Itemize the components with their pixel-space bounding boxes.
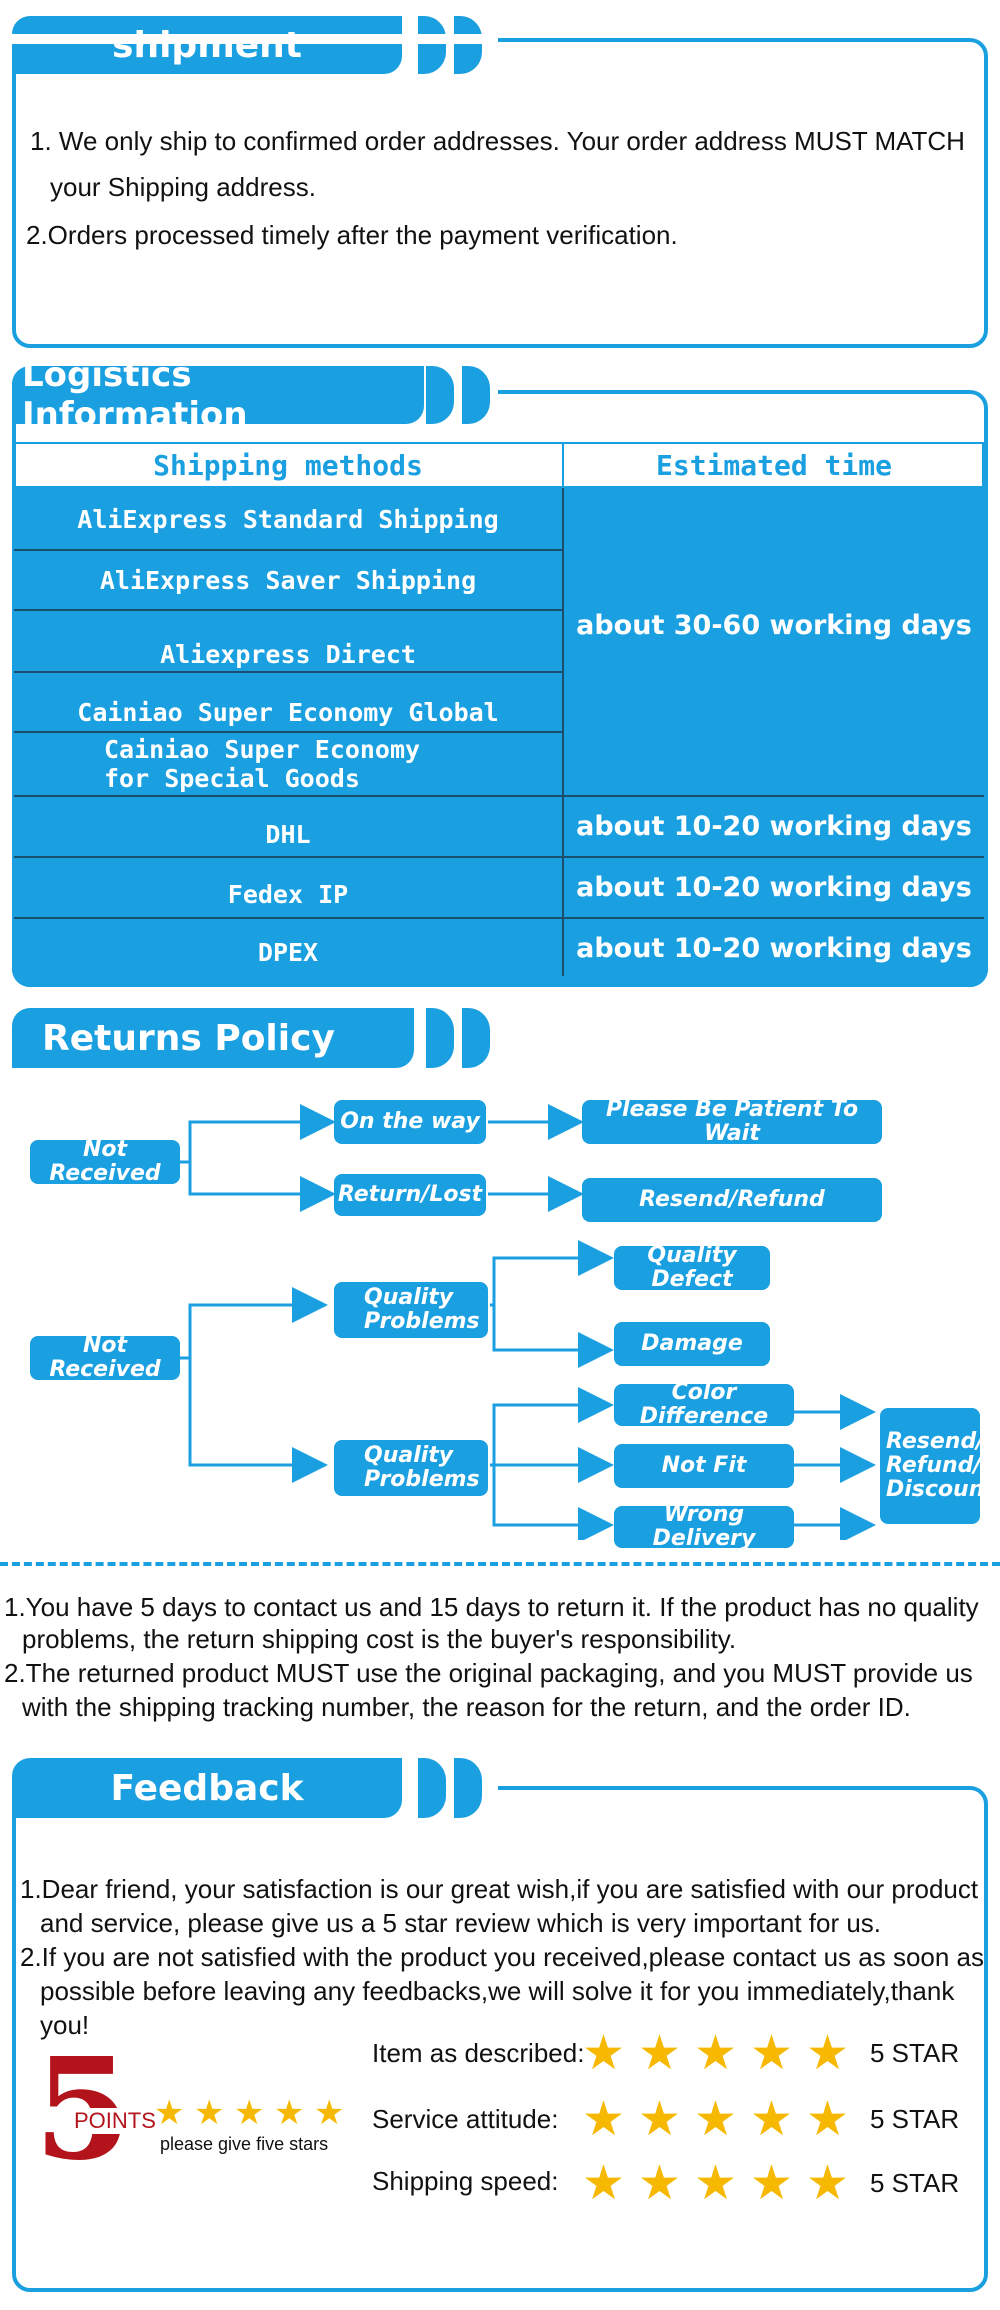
method-aliexpress-saver: AliExpress Saver Shipping <box>99 565 477 595</box>
resend-refund-box: Resend/Refund <box>582 1178 882 1222</box>
wrong-delivery-box: Wrong Delivery <box>614 1503 794 1551</box>
small-star-icon: ★ <box>234 2094 265 2132</box>
star-icon: ★ <box>750 2093 794 2146</box>
logistics-header-row <box>14 442 984 488</box>
star-icon: ★ <box>694 2093 738 2146</box>
shipment-tab-pill-2 <box>454 16 482 74</box>
logistics-table-bg <box>12 488 988 987</box>
dashed-divider <box>0 1562 1000 1566</box>
not-received-box-2: Not Received <box>30 1334 180 1382</box>
star-icon: ★ <box>582 2093 626 2146</box>
shipment-tab-pill-1 <box>418 16 446 74</box>
small-star-icon: ★ <box>194 2094 225 2132</box>
patient-box: Please Be Patient To Wait <box>582 1098 882 1146</box>
star-icon: ★ <box>750 2027 794 2080</box>
small-star-icon: ★ <box>314 2094 345 2132</box>
header-shipping-methods: Shipping methods <box>153 448 423 482</box>
feedback-frame <box>12 1786 988 2292</box>
star-icon: ★ <box>638 2093 682 2146</box>
returns-note-2b: with the shipping tracking number, the r… <box>22 1692 911 1722</box>
logistics-tab-pill-1 <box>426 366 454 424</box>
return-lost-box: Return/Lost <box>334 1174 486 1216</box>
row-divider <box>14 795 984 797</box>
rating-row-value: 5 STAR <box>870 2104 960 2134</box>
not-fit-box: Not Fit <box>614 1444 794 1488</box>
time-dhl: about 10-20 working days <box>576 811 972 842</box>
star-icon: ★ <box>582 2157 626 2210</box>
time-dpex: about 10-20 working days <box>576 933 972 964</box>
star-icon: ★ <box>638 2027 682 2080</box>
shipment-top-mask <box>12 34 498 44</box>
feedback-tab-pill-2 <box>454 1758 482 1818</box>
row-divider <box>14 549 562 551</box>
method-cainiao-global: Cainiao Super Economy Global <box>77 697 499 727</box>
feedback-p2b: possible before leaving any feedbacks,we… <box>40 1976 955 2040</box>
damage-box: Damage <box>614 1322 770 1366</box>
feedback-p1b: and service, please give us a 5 star rev… <box>40 1908 882 1938</box>
row-divider <box>14 856 984 858</box>
small-star-icon: ★ <box>154 2094 185 2132</box>
star-icon: ★ <box>806 2093 850 2146</box>
on-the-way-box: On the way <box>334 1100 486 1144</box>
row-divider <box>14 917 984 919</box>
shipment-top-line <box>500 38 970 42</box>
returns-note-1a: 1.You have 5 days to contact us and 15 d… <box>4 1592 979 1622</box>
points-label: POINTS <box>72 2108 158 2134</box>
rating-row-label: Shipping speed: <box>372 2166 559 2196</box>
shipment-line-1: 1. We only ship to confirmed order addre… <box>30 126 965 156</box>
time-fedex: about 10-20 working days <box>576 872 972 903</box>
method-dpex: DPEX <box>257 937 319 967</box>
header-estimated-time: Estimated time <box>655 448 892 482</box>
star-icon: ★ <box>806 2027 850 2080</box>
rating-row-label: Item as described: <box>372 2038 585 2068</box>
not-received-box-1: Not Received <box>30 1138 180 1186</box>
method-dhl: DHL <box>265 819 311 849</box>
feedback-p2a: 2.If you are not satisfied with the prod… <box>20 1942 985 1972</box>
rating-row-value: 5 STAR <box>870 2038 960 2068</box>
logistics-header-divider <box>562 442 564 488</box>
star-icon: ★ <box>806 2157 850 2210</box>
time-standard-group: about 30-60 working days <box>576 609 972 641</box>
returns-note-2a: 2.The returned product MUST use the orig… <box>4 1658 973 1688</box>
logistics-title: Logistics Information <box>12 355 424 435</box>
feedback-p1a: 1.Dear friend, your satisfaction is our … <box>20 1874 979 1904</box>
small-star-icon: ★ <box>274 2094 305 2132</box>
feedback-tab-pill-1 <box>418 1758 446 1818</box>
returns-tab-pill-1 <box>426 1008 454 1068</box>
method-fedex-ip: Fedex IP <box>227 879 349 909</box>
quality-problems-box-2: Quality Problems <box>334 1440 488 1496</box>
star-icon: ★ <box>694 2027 738 2080</box>
returns-title: Returns Policy <box>12 1008 414 1068</box>
star-icon: ★ <box>638 2157 682 2210</box>
row-divider <box>14 609 562 611</box>
row-divider <box>14 731 562 733</box>
method-aliexpress-direct: Aliexpress Direct <box>160 639 416 669</box>
returns-flow-arrows <box>166 1104 876 1540</box>
rating-row-label: Service attitude: <box>372 2104 559 2134</box>
feedback-title: Feedback <box>12 1758 402 1818</box>
star-icon: ★ <box>750 2157 794 2210</box>
shipment-title: shipment <box>12 16 402 74</box>
shipment-line-1b: your Shipping address. <box>50 172 316 202</box>
color-difference-box: Color Difference <box>614 1381 794 1429</box>
returns-tab-pill-2 <box>462 1008 490 1068</box>
star-icon: ★ <box>694 2157 738 2210</box>
shipment-line-2: 2.Orders processed timely after the paym… <box>26 220 678 250</box>
logistics-tab-pill-2 <box>462 366 490 424</box>
method-aliexpress-standard: AliExpress Standard Shipping <box>77 505 499 534</box>
give-five-stars: please give five stars <box>160 2134 329 2154</box>
star-icon: ★ <box>582 2027 626 2080</box>
quality-defect-box: Quality Defect <box>614 1244 770 1292</box>
method-cainiao-special: Cainiao Super Economy for Special Goods <box>104 735 421 793</box>
rating-row-value: 5 STAR <box>870 2168 960 2198</box>
returns-note-1b: problems, the return shipping cost is th… <box>22 1624 737 1654</box>
resend-refund-discount-box: Resend/ Refund/ Discount <box>880 1408 995 1524</box>
quality-problems-box-1: Quality Problems <box>334 1282 488 1338</box>
col-divider <box>562 488 564 976</box>
row-divider <box>14 671 562 673</box>
